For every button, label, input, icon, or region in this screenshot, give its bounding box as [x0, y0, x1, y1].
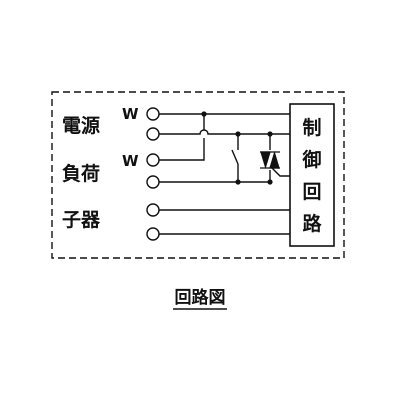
- device-enclosure: [51, 91, 345, 259]
- control-box-char-4: 路: [302, 212, 322, 235]
- load-label: 負荷: [62, 162, 100, 185]
- load-terminal-1: [146, 153, 160, 167]
- power-terminal-1: [146, 107, 160, 121]
- triac-symbol: [260, 150, 280, 170]
- diagram-caption: 回路図: [175, 287, 226, 308]
- control-box-char-2: 御: [301, 148, 321, 171]
- load-terminal-2: [146, 175, 160, 189]
- switch-blade: [231, 149, 239, 165]
- terminals: [146, 107, 160, 241]
- wire-junction-load: [159, 138, 205, 161]
- load-w-mark: W: [122, 152, 139, 170]
- junction-dot: [267, 179, 273, 185]
- junction-dot: [267, 131, 273, 137]
- control-circuit-box: [289, 103, 335, 247]
- wires: [159, 113, 290, 235]
- junction-dot: [201, 111, 207, 117]
- child-terminal-1: [146, 203, 160, 217]
- junction-dots: [201, 111, 273, 185]
- control-box-char-1: 制: [302, 116, 321, 139]
- power-w-mark: W: [122, 105, 139, 123]
- junction-dot: [235, 131, 241, 137]
- terminal-label: 子器: [62, 209, 101, 231]
- child-terminal-2: [146, 227, 160, 241]
- power-terminal-2: [146, 127, 160, 141]
- control-box-char-3: 回: [302, 181, 321, 203]
- junction-dot: [235, 179, 241, 185]
- wire-triac-gate: [271, 167, 290, 177]
- power-label: 電源: [62, 114, 100, 137]
